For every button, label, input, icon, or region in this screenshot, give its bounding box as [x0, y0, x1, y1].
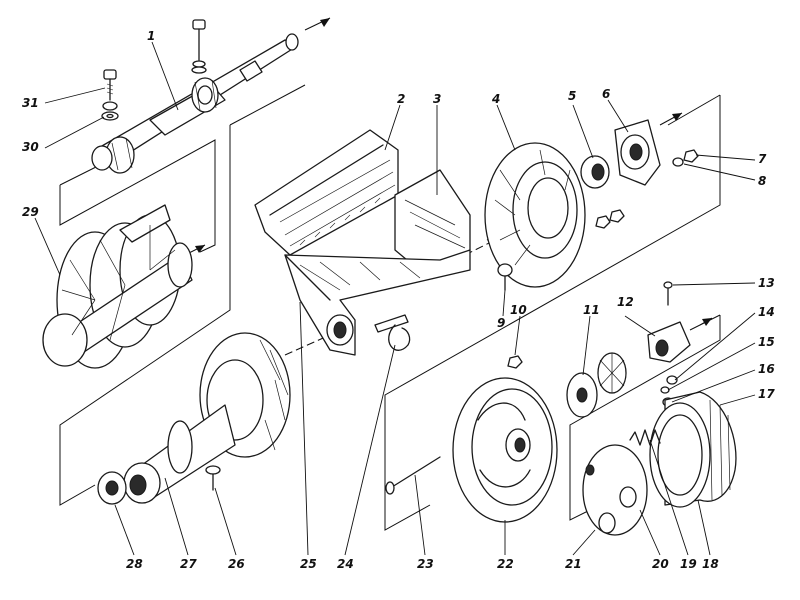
part-17-drum — [649, 391, 737, 508]
callout-6: 6 — [602, 87, 610, 101]
callout-labels: 1 2 3 4 5 6 7 8 9 10 11 12 13 14 15 16 1… — [22, 29, 775, 571]
callout-23: 23 — [417, 557, 434, 571]
part-19-spring — [629, 429, 661, 446]
part-4-flange — [484, 142, 586, 288]
part-21-cover — [582, 444, 648, 536]
callout-11: 11 — [583, 303, 600, 317]
part-7-nut — [683, 149, 699, 163]
callout-24: 24 — [337, 557, 354, 571]
part-10-nut — [507, 355, 523, 369]
part-22-pulley — [452, 377, 558, 523]
part-8-washer — [672, 157, 684, 167]
callout-19: 19 — [680, 557, 697, 571]
callout-5: 5 — [568, 89, 576, 103]
part-31-bolt — [103, 69, 117, 101]
callout-26: 26 — [228, 557, 245, 571]
callout-21: 21 — [565, 557, 582, 571]
part-27-hub — [123, 332, 291, 504]
part-6-bearing-housing — [614, 119, 661, 186]
part-5-bearing — [580, 155, 610, 189]
callout-2: 2 — [397, 92, 405, 106]
part-24-pin — [374, 314, 411, 351]
callout-31: 31 — [22, 96, 39, 110]
callout-9: 9 — [497, 316, 505, 330]
callout-29: 29 — [22, 205, 39, 219]
extra-nuts — [595, 209, 625, 229]
part-23-bolt — [385, 456, 441, 495]
callout-16: 16 — [758, 362, 775, 376]
callout-20: 20 — [652, 557, 669, 571]
part-25-housing — [284, 249, 471, 356]
part-28-bearing — [97, 471, 127, 505]
part-29-auger — [42, 204, 193, 369]
callout-14: 14 — [758, 305, 775, 319]
callout-22: 22 — [497, 557, 514, 571]
callout-1: 1 — [147, 29, 155, 43]
callout-30: 30 — [22, 140, 39, 154]
callout-13: 13 — [758, 276, 775, 290]
callout-15: 15 — [758, 335, 775, 349]
callout-28: 28 — [126, 557, 143, 571]
part-30-washer — [101, 101, 119, 121]
part-11-disc — [566, 372, 598, 418]
leader-lines — [34, 41, 756, 556]
part-13-bolt — [663, 281, 673, 306]
callout-4: 4 — [491, 92, 500, 106]
callout-3: 3 — [433, 92, 441, 106]
callout-10: 10 — [510, 303, 527, 317]
part-11b-star-disc — [597, 352, 627, 394]
callout-27: 27 — [180, 557, 197, 571]
callout-18: 18 — [702, 557, 719, 571]
part-12-hub — [647, 321, 691, 363]
part-1-shaft — [91, 19, 299, 174]
part-2-cover — [254, 129, 399, 256]
callout-17: 17 — [758, 387, 775, 401]
part-26-bolt — [205, 465, 221, 491]
part-9-bolt — [497, 263, 513, 291]
callout-7: 7 — [758, 152, 767, 166]
callout-25: 25 — [300, 557, 317, 571]
callout-8: 8 — [758, 174, 766, 188]
callout-12: 12 — [617, 295, 634, 309]
